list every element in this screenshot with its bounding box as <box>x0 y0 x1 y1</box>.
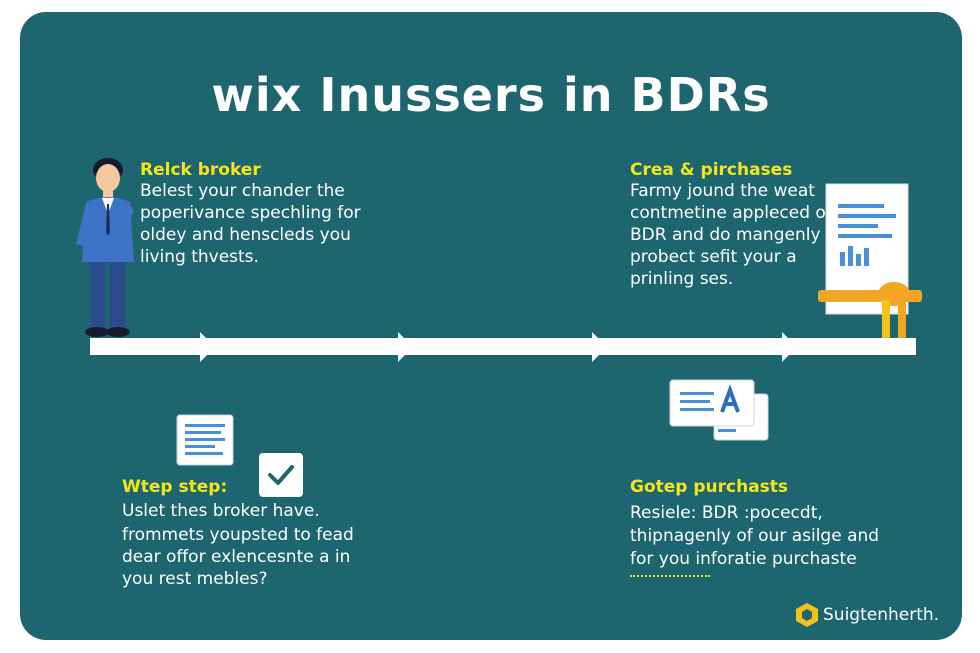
card-icon <box>669 379 769 441</box>
timeline-bar <box>90 338 916 355</box>
step-text-4-line-2: thipnagenly of our asilge and <box>630 526 880 546</box>
page-title: wix Inussers in BDRs <box>211 68 771 122</box>
check-icon <box>259 453 303 497</box>
step-text-3-line-2: frommets youpsted to fead <box>122 525 354 545</box>
step-text-3-line-3: dear offor exlencesnte a in <box>122 547 351 567</box>
step-text-4-line-1: Resiele: BDR :pocecdt, <box>630 503 823 523</box>
step-text-2-line-2: contmetine appleced of <box>630 203 832 223</box>
step-text-1-line-2: poperivance spechling for <box>140 203 361 223</box>
step-text-3-line-1: Uslet thes broker have. <box>122 501 320 521</box>
step-heading-3: Wtep step: <box>122 477 228 497</box>
timeline-arrow-4 <box>782 332 797 362</box>
document-icon <box>176 414 234 466</box>
step-text-3-line-4: you rest mebles? <box>122 569 268 589</box>
infographic-panel: wix Inussers in BDRs Relck broker Belest… <box>20 12 962 640</box>
brand-name: Suigtenherth. <box>823 605 940 625</box>
step-text-1-line-1: Belest your chander the <box>140 181 345 201</box>
timeline-arrow-1 <box>200 332 215 362</box>
step-heading-4: Gotep purchasts <box>630 477 789 497</box>
step-text-2-line-3: BDR and do mangenly <box>630 225 821 245</box>
step-heading-2: Crea & pirchases <box>630 160 793 180</box>
certificate-icon <box>818 183 922 350</box>
step-heading-1: Relck broker <box>140 160 261 180</box>
step-text-4-line-3: for you inforatie purchaste <box>630 549 857 569</box>
step-text-2-line-4: probect sefit your a <box>630 247 797 267</box>
step-text-2-line-1: Farmy jound the weat <box>630 181 815 201</box>
step-text-1-line-3: oldey and henscleds you <box>140 225 351 245</box>
dotted-underline <box>630 575 710 581</box>
person-icon <box>76 158 134 337</box>
step-text-1-line-4: living thvests. <box>140 247 259 267</box>
brand-logo-icon <box>796 603 818 627</box>
timeline-arrow-3 <box>592 332 607 362</box>
timeline-arrow-2 <box>398 332 413 362</box>
step-text-2-line-5: prinling ses. <box>630 269 734 289</box>
